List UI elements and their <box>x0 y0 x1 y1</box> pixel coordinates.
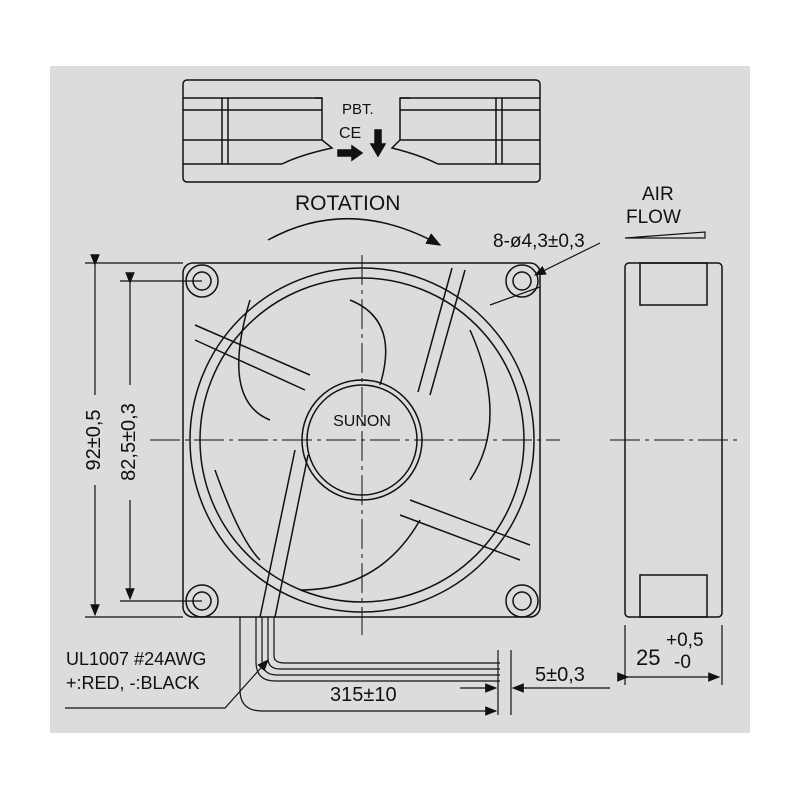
mount-hole <box>505 584 539 618</box>
side-view <box>610 262 740 618</box>
lead-length-dimension: 315±10 <box>330 684 397 706</box>
lead-wires <box>255 617 500 682</box>
hub-brand: SUNON <box>333 413 391 430</box>
hole-dimension: 8-ø4,3±0,3 <box>493 231 585 252</box>
top-view <box>182 79 541 183</box>
material-label: PBT. <box>342 101 374 118</box>
depth-dimension: 25 <box>636 645 660 670</box>
depth-tolerance-plus: +0,5 <box>666 630 704 651</box>
wire-spec-line2: +:RED, -:BLACK <box>66 673 200 693</box>
outer-size-dimension: 92±0,5 <box>83 409 105 470</box>
ce-mark: CE <box>339 125 361 142</box>
wire-spec-line1: UL1007 #24AWG <box>66 649 206 669</box>
mount-hole <box>505 264 539 298</box>
airflow-label-line2: FLOW <box>626 207 681 228</box>
airflow-label-line1: AIR <box>642 184 674 205</box>
rotation-arrow <box>267 218 442 246</box>
rotation-label: ROTATION <box>295 192 400 215</box>
dimension-lines <box>65 242 723 716</box>
front-view <box>150 255 560 635</box>
airflow-arrow <box>624 231 706 239</box>
strip-length-dimension: 5±0,3 <box>535 664 585 686</box>
depth-tolerance-minus: -0 <box>674 652 691 673</box>
hole-pitch-dimension: 82,5±0,3 <box>118 403 140 481</box>
